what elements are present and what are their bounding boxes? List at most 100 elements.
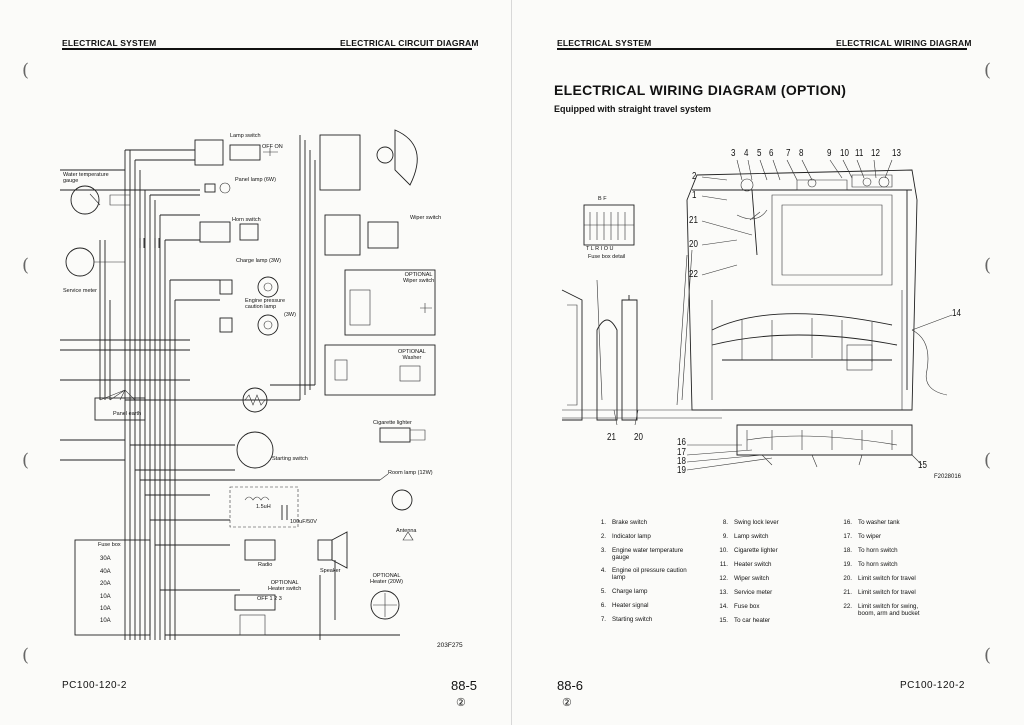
legend-item: 9.Lamp switch	[722, 533, 769, 540]
service-meter-label: Service meter	[63, 288, 97, 294]
callout-number: 18	[677, 456, 686, 467]
water-temperature-gauge-icon	[70, 185, 100, 215]
inductance-label: 1.5uH	[256, 504, 271, 510]
right-header-rule	[557, 48, 967, 50]
binding-hole-mark: (	[22, 255, 30, 276]
callout-number: 12	[871, 148, 880, 159]
water-temp-label: Water temperature gauge	[63, 172, 109, 185]
capacitor-label: 100uF/50V	[290, 519, 317, 525]
binding-hole-mark: (	[984, 645, 992, 666]
fuse-value: 10A	[100, 606, 111, 612]
legend-item: 11.Heater switch	[719, 561, 772, 568]
callout-number: 16	[677, 437, 686, 448]
three-watt-label: (3W)	[284, 312, 296, 318]
legend-item: 22.Limit switch for swing, boom, arm and…	[843, 603, 920, 617]
left-footer-code: PC100-120-2	[62, 680, 127, 691]
legend-item: 13.Service meter	[719, 589, 773, 596]
legend-item: 6.Heater signal	[600, 602, 649, 609]
callout-number: 20	[689, 239, 698, 250]
left-page: ELECTRICAL SYSTEM ELECTRICAL CIRCUIT DIA…	[22, 0, 512, 725]
wire-bundle	[60, 135, 400, 640]
callout-number: 13	[892, 148, 901, 159]
binding-hole-mark: (	[22, 645, 30, 666]
legend-item: 4.Engine oil pressure caution lamp	[600, 567, 687, 581]
right-footer-code: PC100-120-2	[900, 680, 965, 691]
speaker-label: Speaker	[320, 568, 341, 574]
legend-item: 14.Fuse box	[719, 603, 760, 610]
page-subtitle: Equipped with straight travel system	[554, 104, 712, 114]
legend-item: 10.Cigarette lighter	[719, 547, 778, 554]
callout-number: 3	[731, 148, 736, 159]
right-header-section: ELECTRICAL SYSTEM	[557, 38, 652, 48]
callout-number: 20	[634, 432, 643, 443]
callout-number: 1	[692, 190, 697, 201]
legend-item: 16.To washer tank	[843, 519, 900, 526]
legend-item: 18.To horn switch	[843, 547, 898, 554]
legend-item: 1.Brake switch	[600, 519, 648, 526]
legend-item: 2.Indicator lamp	[600, 533, 651, 540]
left-header-title: ELECTRICAL CIRCUIT DIAGRAM	[340, 38, 479, 48]
legend-item: 20.Limit switch for travel	[843, 575, 916, 582]
right-figure-code: F2028016	[934, 474, 962, 480]
fuse-top-letters: B F	[598, 196, 607, 202]
right-page-number: 88-6	[557, 678, 584, 693]
lamp-switch-positions: OFF ON	[262, 144, 283, 150]
callout-number: 17	[677, 447, 686, 458]
legend-item: 17.To wiper	[843, 533, 882, 540]
panel-earth-label: Panel earth	[113, 411, 142, 417]
binding-hole-mark: (	[984, 255, 992, 276]
cigarette-lighter-label: Cigarette lighter	[373, 420, 412, 426]
optional-washer-label: OPTIONAL Washer	[398, 349, 426, 362]
page-title: ELECTRICAL WIRING DIAGRAM (OPTION)	[554, 82, 847, 98]
charge-lamp-label: Charge lamp (3W)	[236, 258, 281, 264]
service-meter-icon	[65, 247, 95, 277]
antenna-label: Antenna	[396, 528, 417, 534]
optional-wiper-label: OPTIONAL Wiper switch	[403, 272, 435, 285]
horn-switch-label: Horn switch	[232, 217, 261, 223]
left-header-section: ELECTRICAL SYSTEM	[62, 38, 157, 48]
binding-hole-mark: (	[984, 60, 992, 81]
wiring-illustration	[561, 159, 953, 471]
room-lamp-label: Room lamp (12W)	[388, 470, 433, 476]
left-page-number: 88-5	[451, 678, 478, 693]
callout-number: 11	[855, 148, 864, 159]
callout-number: 21	[689, 215, 698, 226]
legend-item: 15.To car heater	[719, 617, 771, 624]
left-figure-code: 203F275	[437, 642, 463, 649]
circuit-diagram	[60, 129, 436, 640]
starting-switch-icon	[236, 431, 274, 469]
right-header-title: ELECTRICAL WIRING DIAGRAM	[836, 38, 972, 48]
fuse-value: 40A	[100, 569, 111, 575]
optional-heater-label: OPTIONAL Heater (20W)	[370, 573, 404, 586]
panel-lamp-label: Panel lamp (6W)	[235, 177, 276, 183]
binding-hole-mark: (	[22, 60, 30, 81]
left-revision-mark: ②	[456, 697, 466, 709]
legend-item: 7.Starting switch	[600, 616, 653, 623]
callout-number: 5	[757, 148, 762, 159]
radio-label: Radio	[258, 562, 273, 568]
wiper-switch-label: Wiper switch	[410, 215, 442, 221]
callout-number: 15	[918, 460, 927, 471]
fuse-value: 10A	[100, 618, 111, 624]
callout-number: 21	[607, 432, 616, 443]
lamp-switch-label: Lamp switch	[230, 133, 261, 139]
legend-item: 21.Limit switch for travel	[843, 589, 916, 596]
callout-number: 8	[799, 148, 804, 159]
starting-switch-label: Starting switch	[272, 456, 308, 462]
callout-number: 4	[744, 148, 749, 159]
fuse-box-detail-label: Fuse box detail	[588, 254, 626, 260]
callout-number: 6	[769, 148, 774, 159]
callout-number: 2	[692, 171, 697, 182]
callout-leaders	[613, 159, 953, 471]
binding-hole-mark: (	[984, 450, 992, 471]
fuse-box-outline	[74, 539, 151, 636]
fuse-value: 10A	[100, 594, 111, 600]
callout-number: 14	[952, 308, 961, 319]
fuse-value: 30A	[100, 556, 111, 562]
fuse-letters: T L R I O U	[586, 246, 614, 252]
right-page: ELECTRICAL SYSTEM ELECTRICAL WIRING DIAG…	[512, 0, 1024, 725]
fuse-box-label: Fuse box	[98, 542, 121, 548]
callout-number: 19	[677, 465, 686, 476]
binding-hole-mark: (	[22, 450, 30, 471]
callout-number: 10	[840, 148, 849, 159]
